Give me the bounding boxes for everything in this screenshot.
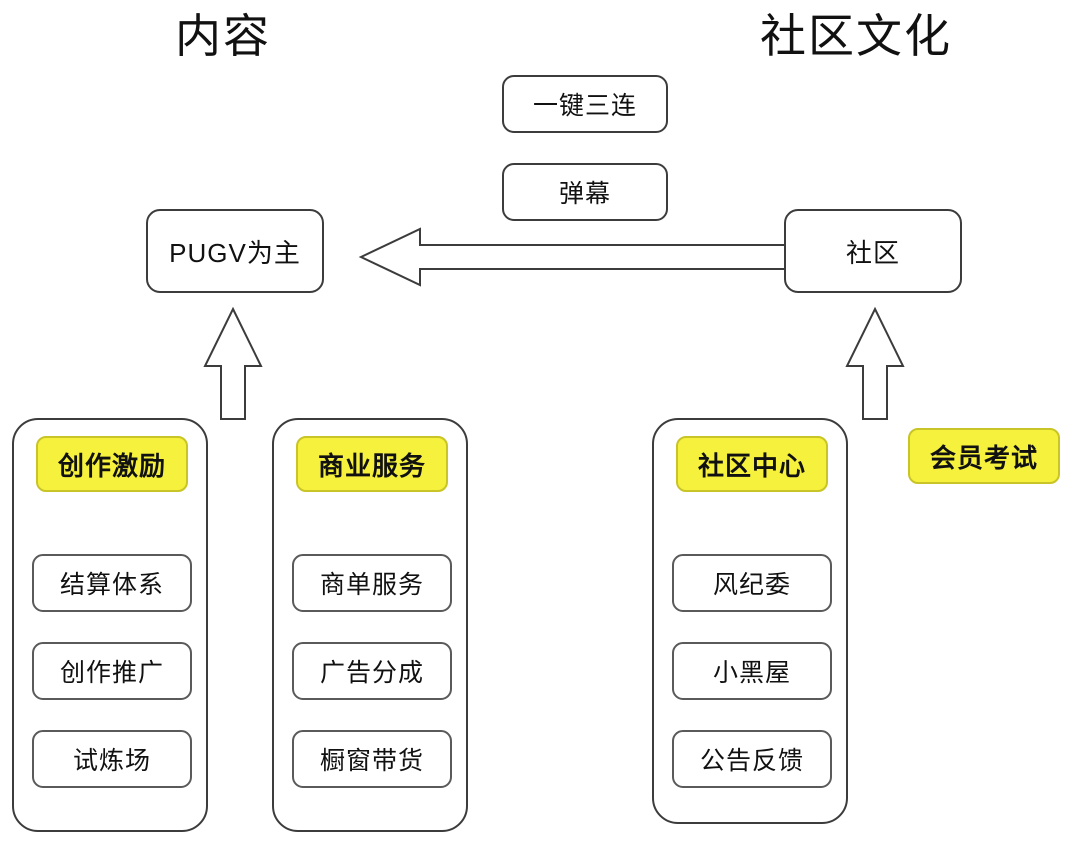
arrow-community-center-to-community xyxy=(845,306,905,420)
group-commercial-service: 商业服务 商单服务 广告分成 橱窗带货 xyxy=(272,418,468,832)
group-item-commercial-service-2[interactable]: 橱窗带货 xyxy=(292,730,452,788)
group-item-commercial-service-1[interactable]: 广告分成 xyxy=(292,642,452,700)
group-item-creator-incentive-1[interactable]: 创作推广 xyxy=(32,642,192,700)
node-one-key-triple[interactable]: 一键三连 xyxy=(502,75,668,133)
group-item-creator-incentive-0[interactable]: 结算体系 xyxy=(32,554,192,612)
group-item-creator-incentive-2[interactable]: 试炼场 xyxy=(32,730,192,788)
group-creator-incentive: 创作激励 结算体系 创作推广 试炼场 xyxy=(12,418,208,832)
group-header-community-center[interactable]: 社区中心 xyxy=(676,436,828,492)
group-item-community-center-2[interactable]: 公告反馈 xyxy=(672,730,832,788)
node-member-exam[interactable]: 会员考试 xyxy=(908,428,1060,484)
group-community-center: 社区中心 风纪委 小黑屋 公告反馈 xyxy=(652,418,848,824)
arrow-community-to-content xyxy=(358,227,786,287)
arrow-groups-to-pugv xyxy=(203,306,263,420)
section-title-content: 内容 xyxy=(175,10,271,62)
group-item-community-center-0[interactable]: 风纪委 xyxy=(672,554,832,612)
group-header-commercial-service[interactable]: 商业服务 xyxy=(296,436,448,492)
node-pugv-main[interactable]: PUGV为主 xyxy=(146,209,324,293)
group-item-community-center-1[interactable]: 小黑屋 xyxy=(672,642,832,700)
group-header-creator-incentive[interactable]: 创作激励 xyxy=(36,436,188,492)
node-danmaku[interactable]: 弹幕 xyxy=(502,163,668,221)
node-community[interactable]: 社区 xyxy=(784,209,962,293)
section-title-community-culture: 社区文化 xyxy=(760,10,952,62)
group-item-commercial-service-0[interactable]: 商单服务 xyxy=(292,554,452,612)
